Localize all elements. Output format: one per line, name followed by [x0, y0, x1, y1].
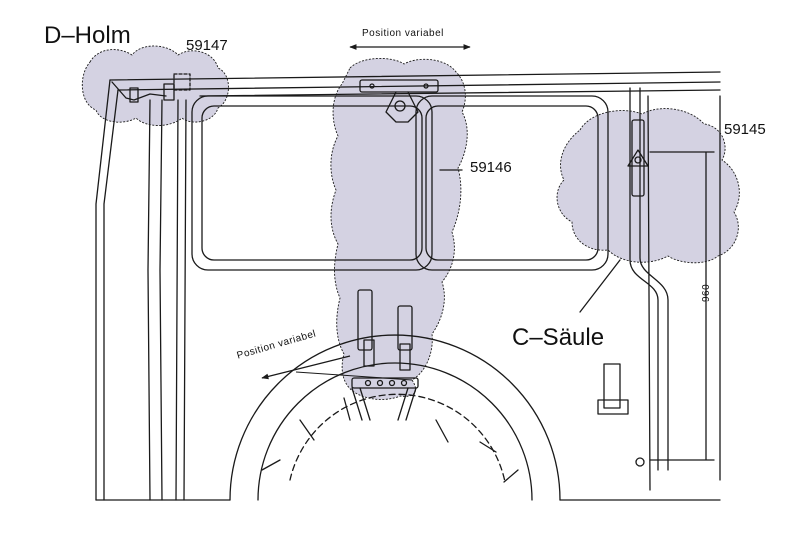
d-holm-pillar	[95, 79, 187, 501]
c-saeule-tie-down	[597, 119, 649, 467]
wheel-arch-inner	[257, 362, 533, 501]
wheel-arch-outer	[229, 334, 561, 501]
tie-down-brackets	[351, 289, 419, 421]
dimension-line-960	[649, 151, 715, 461]
d-holm-label: D–Holm	[44, 22, 131, 49]
position-variable-top: Position variabel	[362, 28, 444, 39]
part-number-59145: 59145	[724, 121, 766, 138]
rear-window-frame	[191, 95, 433, 271]
d-holm-clamp	[111, 73, 191, 103]
c-saeule-label: C–Säule	[512, 324, 605, 351]
cloud-59147	[81, 45, 229, 126]
rear-window-inner	[201, 105, 423, 261]
top-tie-down-rail	[359, 79, 439, 123]
part-number-59147: 59147	[186, 37, 228, 54]
position-bottom-leader	[295, 371, 413, 381]
position-bottom-arrow	[261, 355, 351, 380]
highlight-clouds	[81, 45, 740, 400]
leader-c-saeule	[579, 259, 621, 313]
side-window-inner	[425, 105, 599, 261]
cloud-59146	[330, 58, 468, 400]
vehicle-structure	[95, 71, 721, 501]
wheel-arch-dashed	[289, 393, 506, 483]
roof-rail	[109, 71, 721, 97]
wheel-arch-ribs	[261, 397, 519, 483]
dimension-960-label: 960	[701, 283, 712, 302]
c-saeule-pillar	[629, 87, 721, 491]
part-number-59146: 59146	[470, 159, 512, 176]
side-window-frame	[415, 95, 609, 271]
